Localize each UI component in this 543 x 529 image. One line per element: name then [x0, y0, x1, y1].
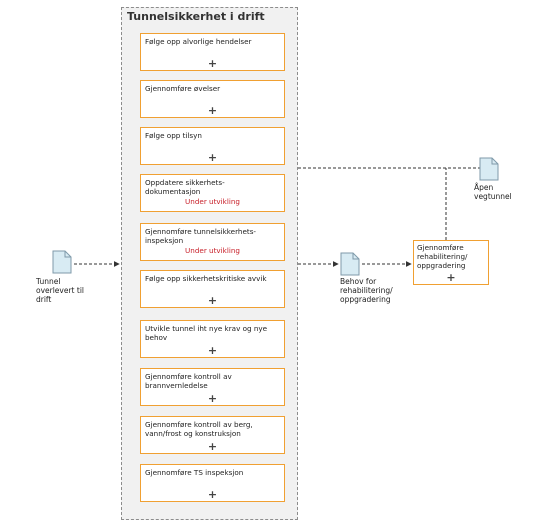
expand-icon[interactable]: +: [446, 271, 456, 284]
expand-icon[interactable]: +: [207, 151, 218, 164]
expand-icon[interactable]: +: [207, 104, 218, 117]
expand-icon[interactable]: +: [207, 440, 218, 453]
status-label: Under utvikling: [185, 246, 240, 255]
task-develop-tunnel[interactable]: Utvikle tunnel iht nye krav og nye behov…: [140, 320, 285, 358]
expand-icon[interactable]: +: [207, 344, 218, 357]
task-label: Gjennomføre kontroll av berg, vann/frost…: [145, 420, 253, 438]
input-document-label: Tunnel overlevert til drift: [36, 277, 84, 304]
task-update-safety-documentation[interactable]: Oppdatere sikkerhets-dokumentasjon Under…: [140, 174, 285, 212]
task-label: Følge opp sikkerhetskritiske avvik: [145, 274, 267, 283]
document-icon: [52, 250, 72, 274]
task-ts-inspection[interactable]: Gjennomføre TS inspeksjon +: [140, 464, 285, 502]
task-label: Følge opp alvorlige hendelser: [145, 37, 252, 46]
task-rock-water-construction-control[interactable]: Gjennomføre kontroll av berg, vann/frost…: [140, 416, 285, 454]
task-follow-up-supervision[interactable]: Følge opp tilsyn +: [140, 127, 285, 165]
expand-icon[interactable]: +: [207, 392, 218, 405]
task-rehabilitation[interactable]: Gjennomføre rehabilitering/ oppgradering…: [413, 240, 489, 285]
status-label: Under utvikling: [185, 197, 240, 206]
task-safety-critical-deviations[interactable]: Følge opp sikkerhetskritiske avvik +: [140, 270, 285, 308]
task-label: Gjennomføre kontroll av brannvernledelse: [145, 372, 232, 390]
group-title: Tunnelsikkerhet i drift: [127, 10, 265, 23]
task-label: Gjennomføre rehabilitering/ oppgradering: [417, 243, 468, 270]
process-group: Tunnelsikkerhet i drift Følge opp alvorl…: [121, 7, 298, 520]
task-label: Følge opp tilsyn: [145, 131, 202, 140]
task-label: Gjennomføre tunnelsikkerhets-inspeksjon: [145, 227, 257, 245]
expand-icon[interactable]: +: [207, 488, 218, 501]
task-follow-up-serious-incidents[interactable]: Følge opp alvorlige hendelser +: [140, 33, 285, 71]
document-icon: [479, 157, 499, 181]
expand-icon[interactable]: +: [207, 57, 218, 70]
output-document-label: Åpen vegtunnel: [474, 183, 512, 201]
task-label: Gjennomføre øvelser: [145, 84, 221, 93]
edge-group-to-output: [298, 166, 492, 173]
task-label: Oppdatere sikkerhets-dokumentasjon: [145, 178, 225, 196]
expand-icon[interactable]: +: [207, 294, 218, 307]
task-fire-protection-control[interactable]: Gjennomføre kontroll av brannvernledelse…: [140, 368, 285, 406]
task-label: Utvikle tunnel iht nye krav og nye behov: [145, 324, 268, 342]
task-tunnel-safety-inspection[interactable]: Gjennomføre tunnelsikkerhets-inspeksjon …: [140, 223, 285, 261]
task-label: Gjennomføre TS inspeksjon: [145, 468, 244, 477]
document-icon: [340, 252, 360, 276]
need-document-label: Behov for rehabilitering/ oppgradering: [340, 277, 393, 304]
task-exercises[interactable]: Gjennomføre øvelser +: [140, 80, 285, 118]
